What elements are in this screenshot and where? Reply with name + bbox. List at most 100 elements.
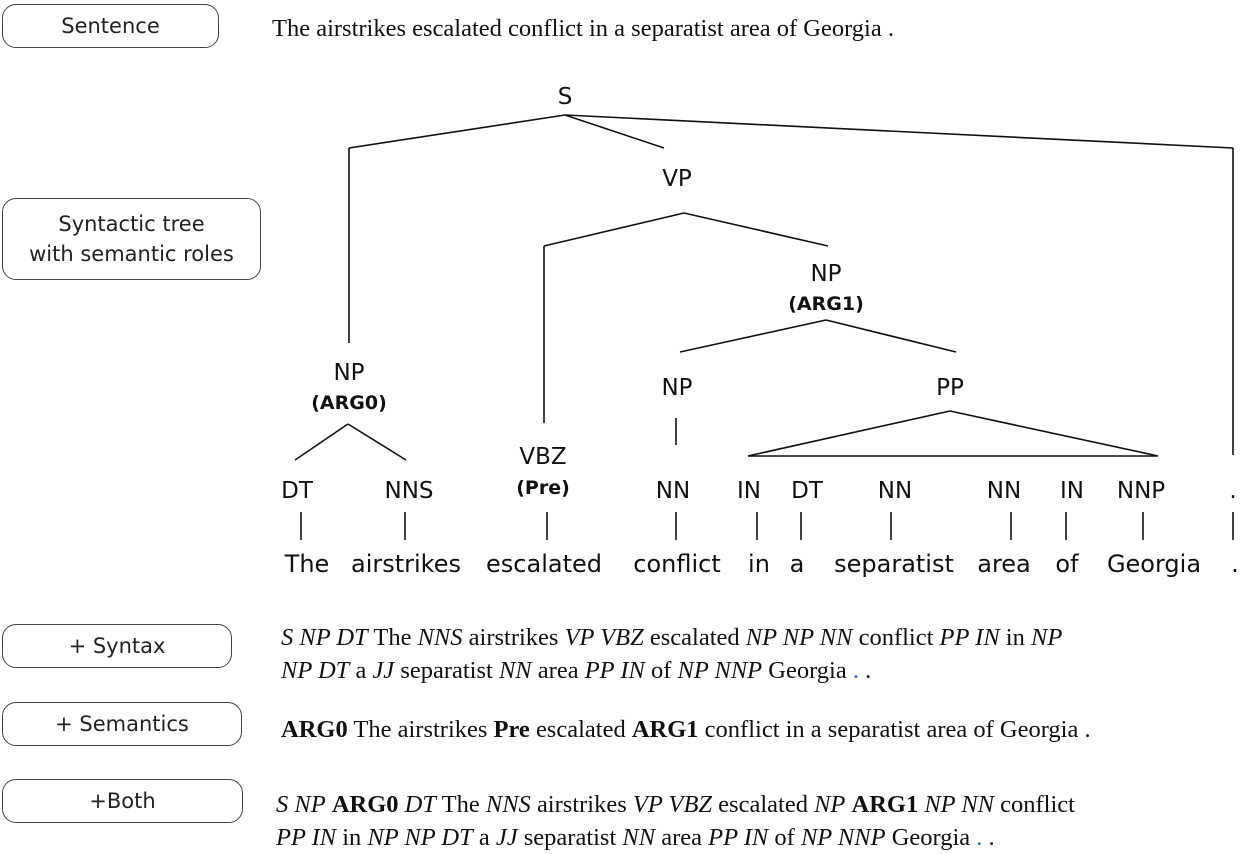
role-token: ARG0 [331, 791, 399, 818]
word-token: of [768, 824, 801, 851]
leaf-word: airstrikes [351, 550, 461, 578]
word-token: The [435, 791, 486, 818]
node-s: S [558, 84, 573, 110]
triangle-left [747, 410, 951, 457]
word-token: area [531, 657, 585, 684]
sentence-label-text: Sentence [61, 14, 160, 38]
syntax-tree: S VP NP (ARG1) NP PP NP (ARG0) VBZ (Pre)… [281, 84, 1239, 578]
word-token: The airstrikes [347, 716, 494, 743]
tag-token: NP NNP [677, 657, 763, 684]
word-token: . [982, 824, 995, 851]
leaf-word: in [748, 550, 770, 578]
word-token: area [655, 824, 709, 851]
word-token: airstrikes [462, 624, 565, 651]
branch-s-period [564, 114, 1234, 149]
branch-np-pp [825, 319, 957, 353]
leaf-word: Georgia [1107, 550, 1201, 578]
pos-tag: DT [791, 478, 824, 504]
pos-tag: NN [878, 478, 912, 504]
role-token: ARG0 [281, 716, 348, 743]
word-token: . [858, 657, 872, 684]
semantics-label-text: + Semantics [55, 712, 189, 736]
node-np-conflict: NP [661, 375, 692, 401]
period-token: . [852, 657, 859, 684]
pos-tag: DT [281, 478, 314, 504]
both-sequence: S NP ARG0 DT The NNS airstrikes VP VBZ e… [276, 788, 1075, 854]
pos-tag: NN [987, 478, 1021, 504]
branch-np-np [679, 319, 827, 353]
branch-np-dt [294, 423, 349, 461]
role-token: ARG1 [851, 791, 919, 818]
syntax-sequence: S NP DT The NNS airstrikes VP VBZ escala… [281, 621, 1062, 687]
leaf-words: The airstrikes escalated conflict in a s… [284, 550, 1239, 578]
role-pre: (Pre) [516, 477, 570, 499]
role-token: ARG1 [631, 716, 699, 743]
tree-label-line1: Syntactic tree [58, 212, 205, 236]
word-token: escalated [712, 791, 815, 818]
tag-token: NP NP NN [745, 624, 853, 651]
role-arg1: (ARG1) [788, 293, 864, 315]
tree-label-line2: with semantic roles [29, 242, 234, 266]
semantics-label: + Semantics [2, 702, 242, 746]
leaf-word: area [977, 550, 1031, 578]
pos-tag: IN [1060, 478, 1084, 504]
word-token: conflict [994, 791, 1075, 818]
word-token: separatist [394, 657, 499, 684]
word-token: in [999, 624, 1031, 651]
syntax-label: + Syntax [2, 624, 232, 668]
word-token: airstrikes [530, 791, 633, 818]
node-vbz: VBZ [519, 444, 566, 470]
node-np-arg1: NP [810, 261, 841, 287]
syntax-label-text: + Syntax [68, 634, 166, 658]
leaf-word: escalated [486, 550, 602, 578]
leaf-word: separatist [834, 550, 954, 578]
pos-tag: IN [737, 478, 761, 504]
leaf-word: conflict [633, 550, 720, 578]
sentence-text: The airstrikes escalated conflict in a s… [272, 15, 894, 42]
leaf-word: a [790, 550, 805, 578]
word-token: escalated [529, 716, 632, 743]
tag-token: PP IN [584, 657, 645, 684]
word-token: separatist [517, 824, 623, 851]
tag-token: NNS [485, 791, 531, 818]
node-np-arg0: NP [333, 360, 364, 386]
leaf-word: of [1055, 550, 1079, 578]
tag-token: JJ [495, 824, 518, 851]
word-token: The [367, 624, 418, 651]
both-label-text: +Both [89, 789, 156, 813]
tag-token: PP IN [276, 824, 337, 851]
role-token: Pre [493, 716, 530, 743]
word-token: Georgia [885, 824, 977, 851]
tag-token: NP [814, 791, 846, 818]
tag-token: NN [498, 657, 532, 684]
node-vp: VP [662, 166, 692, 192]
tag-token: PP IN [939, 624, 1000, 651]
pos-tag: NNS [384, 478, 433, 504]
word-token: of [644, 657, 678, 684]
tag-token: NP NNP [800, 824, 886, 851]
word-token: a [472, 824, 496, 851]
word-token: in [336, 824, 368, 851]
word-token: Georgia [762, 657, 853, 684]
tag-token: NP [1030, 624, 1063, 651]
word-token: conflict in a separatist area of Georgia… [698, 716, 1091, 743]
tree-label: Syntactic tree with semantic roles [2, 198, 261, 280]
word-token: a [349, 657, 373, 684]
tag-token: PP IN [708, 824, 769, 851]
tag-token: NN [622, 824, 656, 851]
tag-token: NNS [417, 624, 463, 651]
word-token: escalated [643, 624, 746, 651]
tree-branches [294, 114, 1234, 461]
pos-tag: NNP [1117, 478, 1165, 504]
branch-vp-np [683, 212, 829, 247]
both-label: +Both [2, 779, 243, 823]
leaf-lines [300, 512, 1234, 540]
tag-token: NP NN [924, 791, 995, 818]
branch-s-np [348, 114, 566, 149]
pos-tags: DT NNS NN IN DT NN NN IN NNP . [281, 478, 1237, 504]
semantics-sequence: ARG0 The airstrikes Pre escalated ARG1 c… [281, 713, 1091, 746]
branch-s-vp [564, 114, 665, 149]
leaf-word: . [1231, 550, 1239, 578]
tag-token: VP VBZ [564, 624, 644, 651]
tag-token: S NP DT [281, 624, 368, 651]
